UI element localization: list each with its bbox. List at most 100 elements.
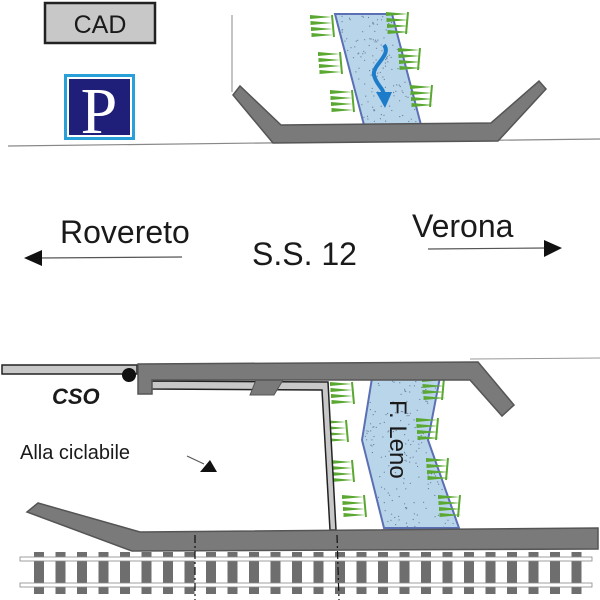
water-dot	[403, 478, 405, 480]
water-dot	[371, 439, 373, 441]
rail-sleeper	[550, 552, 560, 594]
water-dot	[373, 426, 375, 428]
rail-sleeper	[464, 552, 474, 594]
water-dot	[372, 426, 374, 428]
rail-sleeper	[227, 552, 238, 594]
arrow-right-icon	[544, 240, 562, 257]
vegetation-blade	[423, 390, 445, 394]
water-dot	[427, 402, 429, 404]
vegetation-top-right	[386, 11, 434, 108]
water-dot	[413, 385, 415, 387]
water-dot	[437, 514, 439, 516]
water-dot	[416, 514, 418, 516]
rail-sleeper	[55, 552, 66, 594]
vegetation-stem	[435, 417, 439, 441]
vegetation-blade	[399, 60, 421, 64]
water-dot	[435, 475, 437, 477]
water-dot	[397, 68, 399, 70]
water-dot	[399, 85, 401, 88]
water-dot	[374, 109, 376, 111]
vegetation-blade	[311, 33, 334, 37]
water-dot	[395, 90, 397, 92]
water-dot	[375, 426, 377, 428]
water-dot	[358, 78, 360, 80]
water-dot	[413, 513, 415, 515]
river-channel-bottom: F. Leno	[324, 375, 462, 529]
water-dot	[437, 481, 439, 483]
vegetation-blade	[330, 90, 352, 94]
water-dot	[415, 121, 417, 123]
water-dot	[391, 499, 393, 502]
water-dot	[363, 50, 365, 52]
water-dot	[427, 488, 430, 490]
cad-badge-box	[43, 1, 157, 45]
water-dot	[361, 104, 363, 106]
vegetation-blade	[310, 21, 333, 25]
water-dot	[421, 386, 423, 388]
vegetation-blade	[426, 458, 448, 462]
vegetation-blade	[386, 18, 409, 22]
water-dot	[383, 421, 385, 423]
rail-sleeper	[421, 552, 431, 594]
vegetation-blade	[331, 472, 353, 476]
water-dot	[370, 38, 372, 40]
rail-sleeper	[120, 552, 130, 594]
water-dot	[387, 61, 389, 63]
water-dot	[366, 115, 369, 117]
water-dot	[346, 38, 348, 40]
water-dot	[404, 390, 406, 392]
water-dot	[366, 439, 368, 441]
water-dot	[434, 494, 436, 496]
water-dot	[417, 465, 419, 468]
water-dot	[394, 440, 396, 442]
vegetation-blade	[331, 394, 353, 398]
water-dot	[388, 465, 390, 467]
water-dot	[383, 471, 385, 473]
water-dot	[370, 74, 372, 76]
water-dot	[374, 39, 377, 41]
water-dot	[409, 457, 411, 459]
vegetation-stem	[339, 51, 343, 75]
vegetation-blade	[439, 507, 461, 511]
water-dot	[387, 412, 389, 415]
water-dot	[388, 430, 390, 432]
water-dot	[405, 507, 407, 509]
water-dot	[404, 459, 406, 461]
vegetation-blade	[343, 513, 366, 517]
parking-letter: P	[81, 75, 118, 148]
water-dot	[374, 30, 376, 32]
water-dot	[384, 488, 386, 490]
water-dot	[399, 100, 401, 102]
water-dot	[392, 401, 394, 403]
parking-sign-bg	[69, 79, 130, 135]
vegetation-blade	[416, 424, 439, 428]
water-dot	[399, 116, 401, 118]
pipe-left	[1, 364, 138, 375]
water-dot	[364, 52, 366, 54]
water-dot	[385, 57, 388, 59]
water-dot	[409, 385, 411, 387]
water-dot	[405, 95, 407, 98]
water-dot	[349, 19, 351, 21]
water-dot	[392, 44, 394, 46]
cycle-path-pointer: Alla ciclabile	[20, 442, 217, 472]
rail-sleeper	[77, 552, 87, 594]
water-dot	[403, 482, 405, 484]
water-dot	[408, 120, 410, 123]
water-dot	[404, 453, 406, 455]
water-dot	[414, 525, 416, 528]
water-texture-top	[341, 13, 417, 125]
water-dot	[344, 40, 346, 42]
vegetation-blade	[330, 460, 352, 464]
water-dot	[385, 120, 387, 122]
water-dot	[387, 431, 389, 433]
water-dot	[389, 494, 391, 496]
rail-sleeper	[399, 552, 410, 594]
water-dot	[400, 453, 402, 456]
rail-sleeper	[335, 552, 345, 594]
water-dot	[395, 429, 397, 432]
vegetation-top-left	[310, 14, 355, 113]
water-dot	[406, 415, 408, 417]
water-dot	[376, 19, 379, 21]
water-dot	[395, 524, 397, 526]
